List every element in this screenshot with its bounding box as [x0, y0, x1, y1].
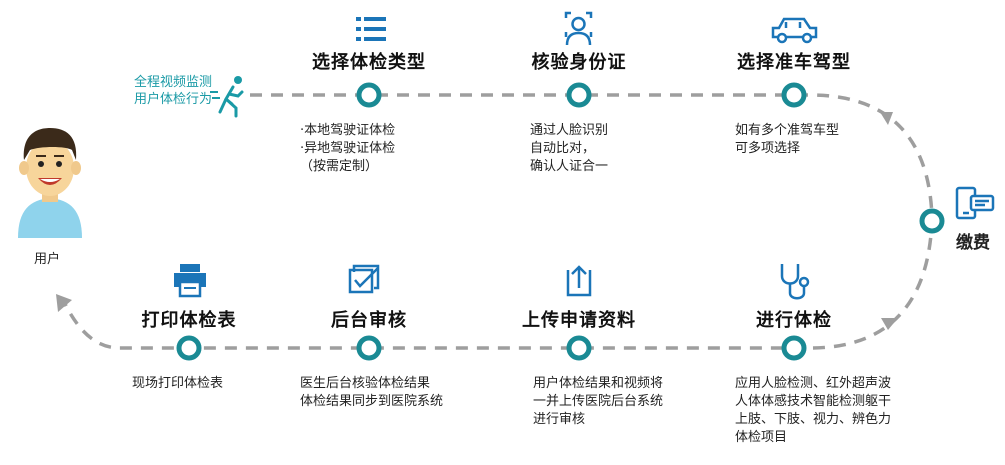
desc-line: 自动比对，: [530, 141, 596, 156]
user-avatar-icon: [18, 128, 82, 238]
desc-line: 确认人证合一: [530, 159, 609, 174]
monitor-label-line: 全程视频监测: [133, 75, 212, 90]
step-desc-select-vehicle: 如有多个准驾车型 可多项选择: [735, 122, 839, 158]
step-title-review: 后台审核: [331, 310, 407, 331]
step-desc-verify-id: 通过人脸识别 自动比对， 确认人证合一: [530, 122, 608, 176]
step-title-upload: 上传申请资料: [522, 310, 636, 331]
stethoscope-icon: [780, 264, 810, 300]
upload-icon: [566, 265, 592, 297]
node-print: [176, 335, 202, 361]
pay-label: 缴费: [956, 233, 990, 253]
node-select-type: [356, 82, 382, 108]
face-scan-icon: [564, 11, 593, 46]
step-desc-review: 医生后台核验体检结果 体检结果同步到医院系统: [300, 375, 443, 411]
desc-line: 通过人脸识别: [530, 123, 609, 138]
desc-line: （按需定制）: [300, 159, 379, 174]
desc-line: ·异地驾驶证体检: [300, 141, 396, 156]
desc-line: 现场打印体检表: [132, 376, 224, 391]
step-title-select-vehicle: 选择准车驾型: [737, 52, 851, 73]
desc-line: 可多项选择: [735, 141, 801, 156]
top-right-arrowhead: [880, 112, 893, 125]
step-desc-print: 现场打印体检表: [132, 375, 223, 393]
node-review: [356, 335, 382, 361]
desc-line: 如有多个准驾车型: [735, 123, 840, 138]
step-title-verify-id: 核验身份证: [531, 52, 627, 73]
step-title-exam: 进行体检: [756, 310, 832, 331]
node-select-vehicle: [781, 82, 807, 108]
desc-line: 体检项目: [735, 430, 788, 445]
node-pay: [919, 208, 945, 234]
checklist-icon: [348, 264, 380, 294]
step-desc-exam: 应用人脸检测、红外超声波 人体体感技术智能检测躯干 上肢、下肢、视力、辨色力 体…: [735, 375, 891, 447]
step-title-print: 打印体检表: [141, 310, 237, 331]
desc-line: 一并上传医院后台系统: [533, 394, 664, 409]
desc-line: 体检结果同步到医院系统: [300, 394, 444, 409]
node-upload: [566, 335, 592, 361]
user-label: 用户: [34, 252, 61, 267]
phone-payment-icon: [955, 186, 995, 220]
step-desc-select-type: ·本地驾驶证体检 ·异地驾驶证体检 （按需定制）: [300, 122, 395, 176]
node-exam: [781, 335, 807, 361]
desc-line: 医生后台核验体检结果: [300, 376, 431, 391]
car-icon: [771, 17, 818, 44]
printer-icon: [174, 264, 206, 298]
node-verify-id: [566, 82, 592, 108]
flow-path: [62, 93, 934, 350]
monitor-label: 全程视频监测 用户体检行为: [104, 74, 212, 108]
desc-line: 上肢、下肢、视力、辨色力: [735, 412, 892, 427]
flow-arrowhead: [56, 294, 72, 312]
desc-line: ·本地驾驶证体检: [300, 123, 396, 138]
desc-line: 用户体检结果和视频将: [533, 376, 664, 391]
runner-icon: [210, 76, 244, 118]
step-title-select-type: 选择体检类型: [312, 52, 426, 73]
desc-line: 应用人脸检测、红外超声波: [735, 376, 892, 391]
step-desc-upload: 用户体检结果和视频将 一并上传医院后台系统 进行审核: [533, 375, 663, 429]
monitor-label-line: 用户体检行为: [133, 92, 212, 107]
desc-line: 进行审核: [533, 412, 586, 427]
bottom-right-arrowhead: [881, 318, 898, 330]
desc-line: 人体体感技术智能检测躯干: [735, 394, 892, 409]
list-icon: [356, 17, 386, 41]
